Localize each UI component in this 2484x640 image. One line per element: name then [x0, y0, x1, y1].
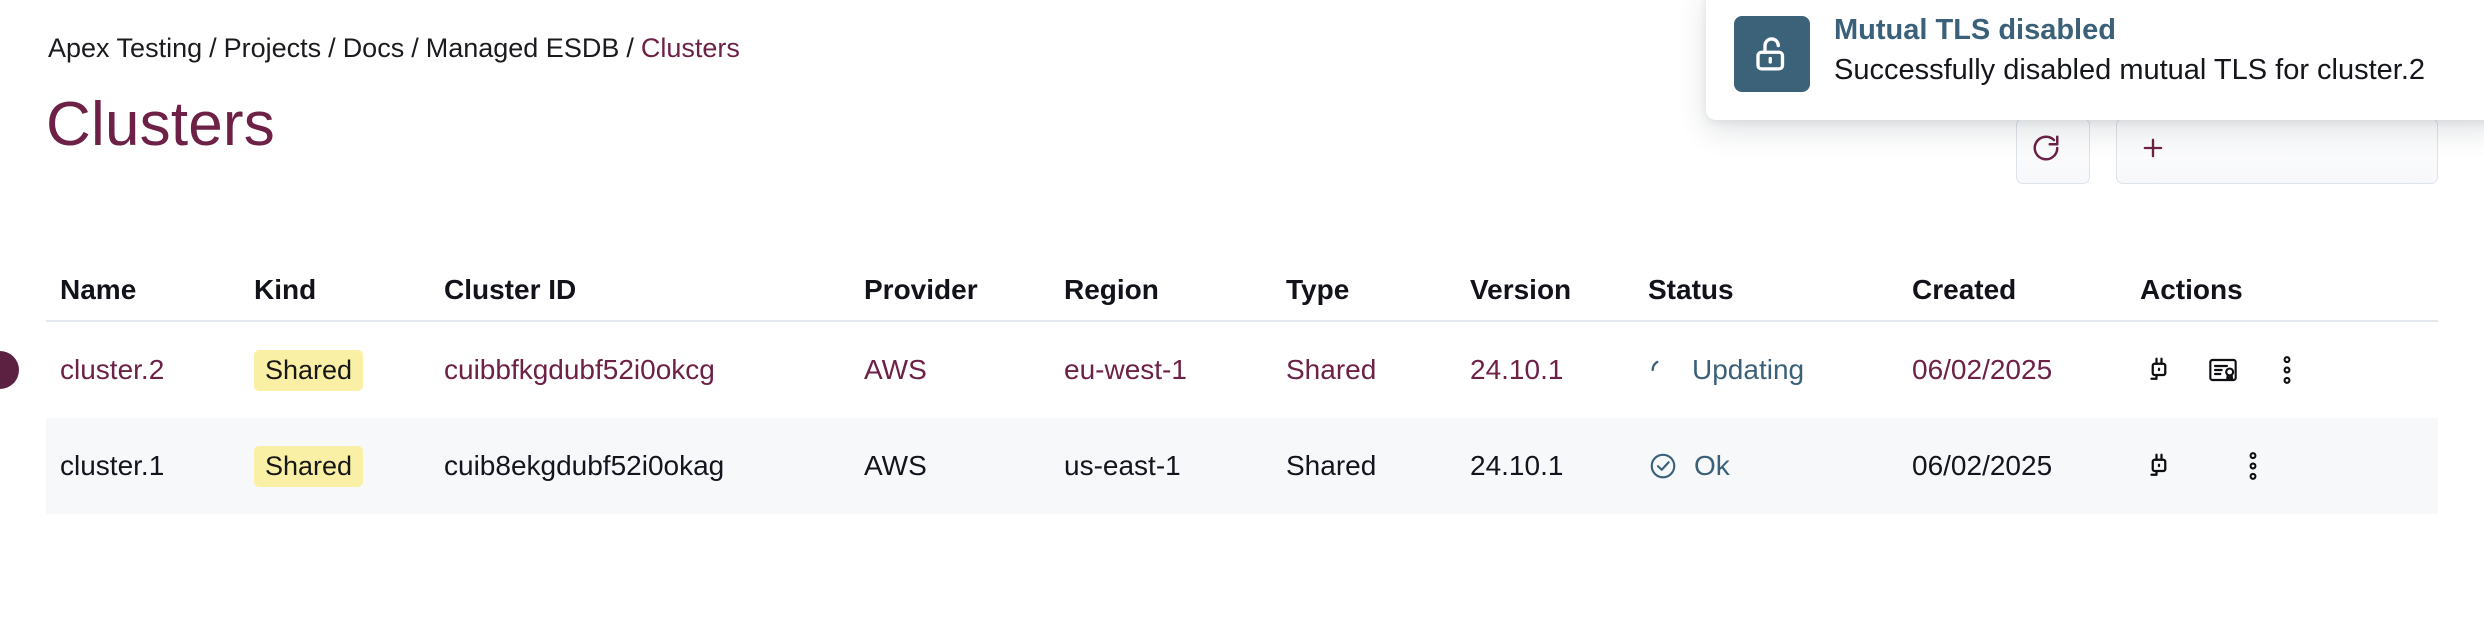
unlock-icon	[1734, 16, 1810, 92]
toast-title: Mutual TLS disabled	[1834, 14, 2116, 46]
column-header-actions: Actions	[2140, 274, 2243, 305]
cell-actions	[2140, 447, 2340, 485]
breadcrumb-separator: /	[328, 33, 336, 63]
table-row[interactable]: cluster.1 Shared cuib8ekgdubf52i0okag AW…	[46, 418, 2438, 514]
cell-created: 06/02/2025	[1912, 450, 2053, 481]
status-label: Ok	[1694, 450, 1730, 481]
refresh-icon	[2031, 133, 2061, 170]
breadcrumb-separator: /	[209, 33, 217, 63]
cell-created: 06/02/2025	[1912, 354, 2053, 385]
breadcrumb-separator: /	[626, 33, 634, 63]
column-header-cluster-id[interactable]: Cluster ID	[444, 274, 577, 305]
column-header-version[interactable]: Version	[1470, 274, 1572, 305]
more-options-icon[interactable]	[2268, 351, 2306, 389]
toast-body: Mutual TLS disabled Successfully disable…	[1834, 10, 2478, 90]
cell-cluster-id[interactable]: cuibbfkgdubf52i0okcg	[444, 354, 715, 385]
column-header-created[interactable]: Created	[1912, 274, 2017, 305]
cell-type: Shared	[1286, 450, 1377, 481]
cell-region: us-east-1	[1064, 450, 1181, 481]
toast-message: Successfully disabled mutual TLS for clu…	[1834, 54, 2426, 86]
cell-cluster-id[interactable]: cuib8ekgdubf52i0okag	[444, 450, 725, 481]
column-header-type[interactable]: Type	[1286, 274, 1350, 305]
column-header-region[interactable]: Region	[1064, 274, 1159, 305]
row-actions	[2140, 351, 2328, 389]
certificate-icon[interactable]	[2204, 351, 2242, 389]
spinner-icon	[1648, 356, 1676, 384]
check-circle-icon	[1648, 451, 1678, 481]
cell-status: Ok	[1648, 450, 1912, 482]
more-options-icon[interactable]	[2234, 447, 2272, 485]
kind-badge: Shared	[254, 349, 364, 391]
column-header-provider[interactable]: Provider	[864, 274, 978, 305]
breadcrumb-item-clusters[interactable]: Clusters	[640, 33, 740, 63]
connect-plug-icon[interactable]	[2140, 447, 2178, 485]
cell-type: Shared	[1286, 354, 1377, 385]
breadcrumb-item-managed-esdb[interactable]: Managed ESDB	[425, 33, 620, 63]
toast-notification[interactable]: Mutual TLS disabled Successfully disable…	[1706, 0, 2484, 120]
column-header-status[interactable]: Status	[1648, 274, 1734, 305]
clusters-table: Name Kind Cluster ID Provider Region Typ…	[0, 246, 2438, 514]
cell-kind: Shared	[254, 349, 444, 391]
status-label: Updating	[1692, 354, 1805, 385]
breadcrumb-item-docs[interactable]: Docs	[342, 33, 405, 63]
cell-name[interactable]: cluster.1	[60, 450, 165, 481]
column-header-kind[interactable]: Kind	[254, 274, 317, 305]
breadcrumb-item-projects[interactable]: Projects	[223, 33, 322, 63]
cell-version: 24.10.1	[1470, 354, 1564, 385]
cell-provider: AWS	[864, 450, 927, 481]
row-selected-marker	[0, 351, 19, 389]
refresh-button[interactable]	[2016, 118, 2090, 184]
connect-plug-icon[interactable]	[2140, 351, 2178, 389]
status-badge: Ok	[1648, 450, 1900, 482]
breadcrumb: Apex Testing/Projects/Docs/Managed ESDB/…	[48, 32, 740, 64]
page-title: Clusters	[46, 90, 275, 159]
cell-provider: AWS	[864, 354, 927, 385]
plus-icon	[2139, 134, 2167, 169]
breadcrumb-item-apex-testing[interactable]: Apex Testing	[48, 33, 203, 63]
row-actions	[2140, 447, 2328, 485]
kind-badge: Shared	[254, 445, 364, 487]
cell-version: 24.10.1	[1470, 450, 1564, 481]
cell-region: eu-west-1	[1064, 354, 1187, 385]
header-actions	[2016, 118, 2438, 184]
cell-kind: Shared	[254, 445, 444, 487]
column-header-name[interactable]: Name	[60, 274, 137, 305]
breadcrumb-separator: /	[411, 33, 419, 63]
cell-status: Updating	[1648, 354, 1912, 386]
status-badge: Updating	[1648, 354, 1900, 386]
table-row[interactable]: cluster.2 Shared cuibbfkgdubf52i0okcg AW…	[0, 322, 2438, 418]
cell-actions	[2140, 351, 2340, 389]
create-cluster-button[interactable]	[2116, 118, 2438, 184]
table-header-row: Name Kind Cluster ID Provider Region Typ…	[46, 246, 2438, 322]
cell-name[interactable]: cluster.2	[60, 354, 165, 385]
